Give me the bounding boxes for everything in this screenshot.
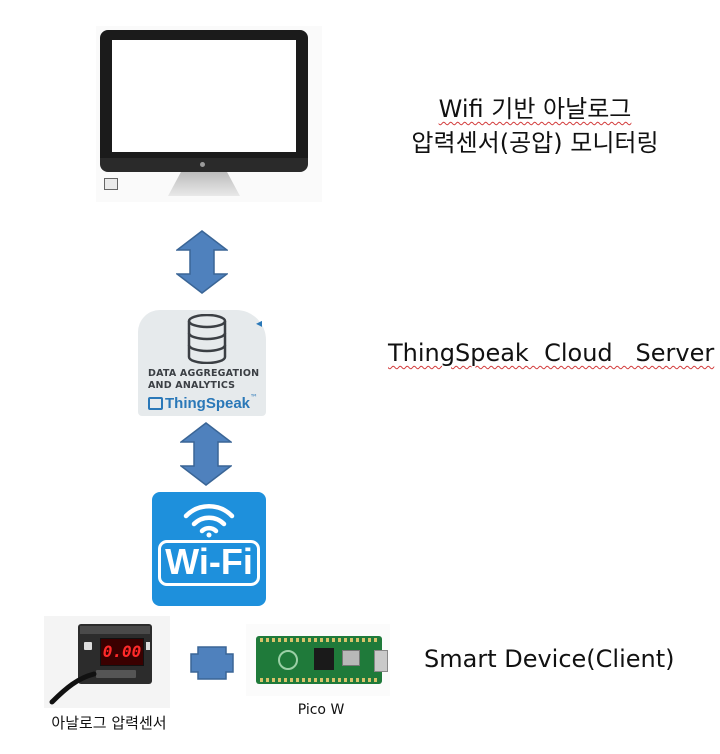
pico-pin-row-top [260, 638, 378, 642]
database-icon [187, 314, 227, 364]
monitor-caption-line1: Wifi 기반 아날로그 [380, 92, 690, 126]
cloud-caption: ThingSpeak Cloud Server [388, 336, 714, 370]
wifi-logo [152, 492, 266, 606]
chevron-left-icon: ◂ [256, 316, 263, 330]
monitor-caption-line2: 압력센서(공압) 모니터링 [411, 129, 659, 157]
double-arrow-monitor-cloud [176, 230, 228, 294]
image-placeholder-icon [104, 178, 118, 190]
power-indicator [200, 162, 205, 167]
wifi-badge-text: Wi-Fi [165, 541, 253, 582]
wifi-signal-icon [183, 504, 235, 538]
chat-bubble-icon [148, 397, 163, 410]
pico-usb-port [374, 650, 388, 672]
cloud-caption-text: ThingSpeak Cloud Server [388, 339, 715, 367]
monitor-screen [112, 40, 296, 152]
sensor-cable [49, 671, 97, 705]
monitor-caption-line1-text: Wifi 기반 아날로그 [438, 95, 632, 123]
double-arrow-cloud-wifi [180, 422, 232, 486]
connector-shape [190, 646, 234, 680]
thingspeak-logo: ThingSpeak™ [148, 393, 258, 412]
cloud-panel-line2: AND ANALYTICS [148, 380, 236, 391]
pico-chip [314, 648, 334, 670]
sensor-bottom-buttons [96, 670, 136, 678]
sensor-button-right [146, 642, 150, 650]
cloud-panel-text: DATA AGGREGATION AND ANALYTICS [148, 368, 259, 392]
sensor-header-strip [80, 626, 150, 634]
raspberry-logo-icon [278, 650, 298, 670]
sensor-display: 0.00 [100, 638, 144, 666]
monitor-caption: Wifi 기반 아날로그 압력센서(공압) 모니터링 [380, 92, 690, 160]
cloud-panel-line1: DATA AGGREGATION [148, 368, 260, 379]
pico-pin-row-bottom [260, 678, 378, 682]
thingspeak-brand: ThingSpeak [165, 395, 251, 412]
wifi-badge-border [158, 540, 260, 586]
sensor-button-left [84, 642, 92, 650]
pico-wifi-module [342, 650, 360, 666]
trademark: ™ [250, 393, 259, 402]
monitor-stand [168, 172, 240, 196]
client-caption: Smart Device(Client) [424, 645, 675, 673]
sensor-label: 아날로그 압력센서 [51, 714, 167, 732]
pico-label: Pico W [297, 702, 345, 718]
